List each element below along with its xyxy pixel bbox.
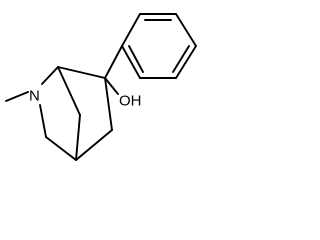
bond-c3-c4: [75, 129, 113, 161]
bond-n-c7: [39, 104, 47, 138]
phenyl-bond-1: [121, 13, 141, 47]
bond-c2-phenyl: [104, 45, 123, 79]
nitrogen-atom-label: N: [29, 88, 40, 105]
hydroxyl-group-label: OH: [119, 93, 142, 110]
bond-n-c1: [41, 66, 59, 85]
bond-methyl-n: [5, 91, 29, 102]
chemical-structure-diagram: N OH: [5, 13, 197, 161]
phenyl-double-bond-right: [172, 45, 190, 73]
bond-c1-bridge: [57, 66, 81, 116]
bond-c1-c2: [57, 66, 106, 79]
bond-bridge-c5: [75, 114, 81, 161]
bond-c7-c5: [45, 136, 77, 161]
phenyl-double-bond-left: [128, 45, 144, 73]
phenyl-bond-6: [121, 45, 141, 79]
bond-c2-oh: [104, 77, 119, 95]
bond-c2-c3: [104, 77, 113, 131]
phenyl-bond-3: [175, 13, 197, 47]
phenyl-bond-4: [175, 45, 197, 79]
